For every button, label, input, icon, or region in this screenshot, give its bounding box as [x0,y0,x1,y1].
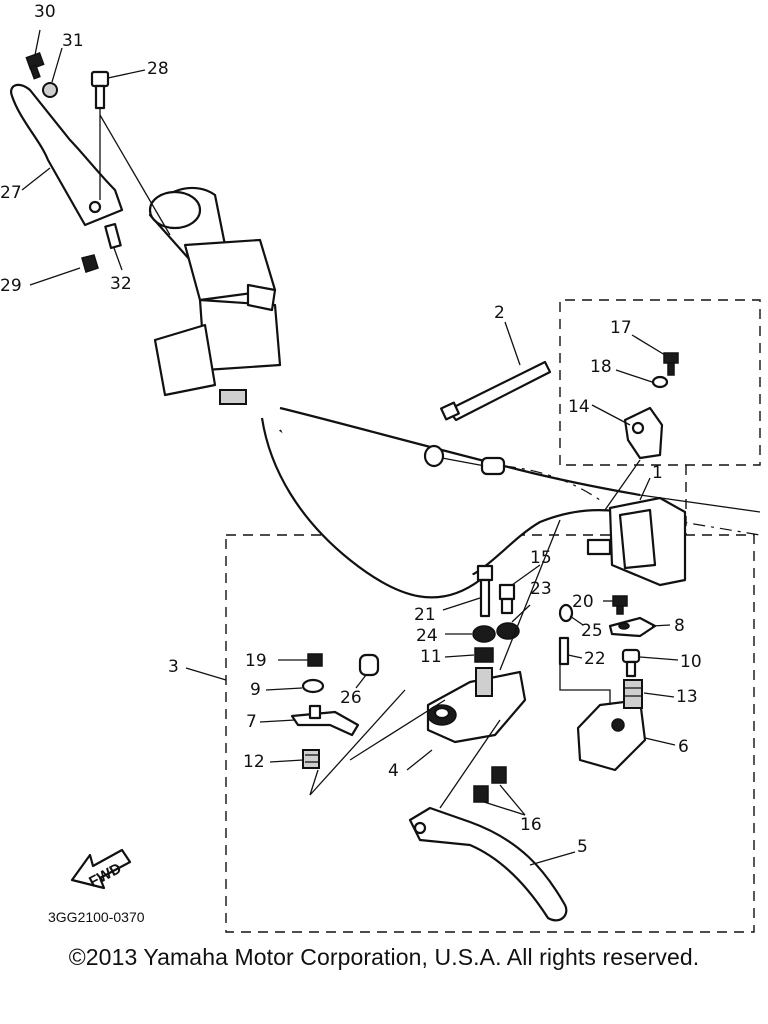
fwd-arrow-icon: FWD [70,848,132,891]
cable-tie [440,360,552,422]
callout-26: 26 [340,688,362,708]
leader-lines [21,29,679,866]
callout-17: 17 [610,318,632,338]
switch-cover [623,406,664,460]
washer-24 [472,625,496,643]
ball-25 [558,603,574,623]
washer-18 [651,375,669,389]
fastener-31 [42,82,58,98]
pin-22 [558,636,570,666]
callout-19: 19 [245,651,267,671]
switch-body [559,662,647,772]
screw-17 [663,352,679,376]
wire-connector [423,444,601,501]
callout-15: 15 [530,548,552,568]
callout-10: 10 [680,652,702,672]
fastener-30 [25,52,45,80]
switch-housing [586,496,687,587]
callout-9: 9 [250,680,261,700]
screw-20 [612,595,628,615]
callout-labels: 1 2 3 4 5 6 7 8 9 10 11 12 13 14 15 16 1… [0,2,702,857]
callout-3: 3 [168,657,179,677]
callout-20: 20 [572,592,594,612]
callout-8: 8 [674,616,685,636]
washer-9 [301,678,325,694]
leader-14-1 [604,459,641,511]
bolt-15 [498,583,516,615]
plate-7 [290,704,360,737]
bolt-21 [476,564,494,618]
screw-19 [307,653,323,667]
nut-11 [474,647,494,663]
callout-29: 29 [0,276,22,296]
nut-16b [473,785,489,803]
callout-6: 6 [678,737,689,757]
bushing-26 [358,653,380,677]
callout-12: 12 [243,752,265,772]
callout-25: 25 [581,621,603,641]
front-brake-lever [10,83,171,236]
callout-16: 16 [520,815,542,835]
callout-28: 28 [147,59,169,79]
callout-27: 27 [0,183,22,203]
callout-5: 5 [577,837,588,857]
callout-21: 21 [414,605,436,625]
callout-13: 13 [676,687,698,707]
fastener-28 [90,70,110,200]
lever-bracket [426,667,527,744]
spring-12 [302,749,320,769]
switch-plunger-10 [621,648,641,678]
callout-30: 30 [34,2,56,22]
callout-7: 7 [246,712,257,732]
callout-31: 31 [62,31,84,51]
callout-2: 2 [494,303,505,323]
callout-11: 11 [420,647,442,667]
callout-32: 32 [110,274,132,294]
callout-1: 1 [652,463,663,483]
callout-4: 4 [388,761,399,781]
clutch-lever [408,806,568,922]
plate-8 [608,616,657,638]
callout-22: 22 [584,649,606,669]
handlebar [260,406,761,599]
fastener-29 [81,254,99,273]
nut-16a [491,766,507,784]
callout-24: 24 [416,626,438,646]
spring-32 [104,222,122,250]
callout-18: 18 [590,357,612,377]
copyright-notice: ©2013 Yamaha Motor Corporation, U.S.A. A… [68,944,700,970]
spring-13 [623,679,643,709]
callout-14: 14 [568,397,590,417]
diagram-code: 3GG2100-0370 [48,909,145,925]
callout-23: 23 [530,579,552,599]
master-cylinder-assembly [148,186,282,405]
group-box-switch [559,299,761,466]
